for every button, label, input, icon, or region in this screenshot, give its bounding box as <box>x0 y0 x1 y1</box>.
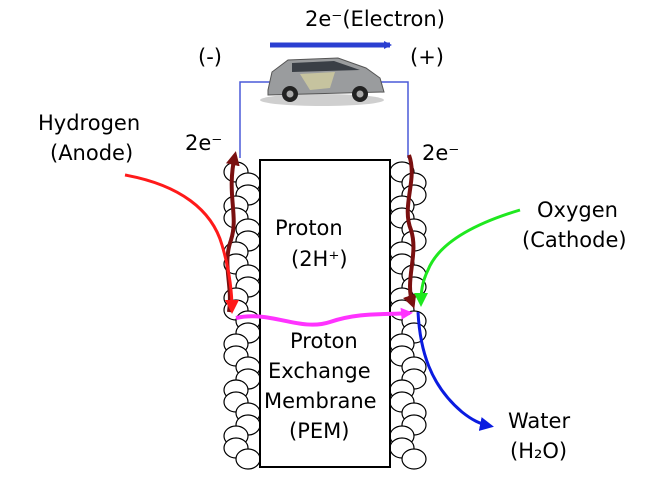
positive-terminal-label: (+) <box>410 45 444 69</box>
cathode-electrons-label: 2e⁻ <box>422 141 459 165</box>
cathode-electron-path <box>403 154 417 309</box>
membrane-label-line1: Proton <box>290 329 358 353</box>
electron-flow-label: 2e⁻(Electron) <box>305 7 445 31</box>
proton-flow-arrow <box>235 307 413 327</box>
proton-label: Proton <box>275 216 343 240</box>
hydrogen-flow-arrow <box>124 173 239 314</box>
proton-formula-label: (2H⁺) <box>291 247 348 271</box>
anode-electrode-particle <box>235 448 261 470</box>
water-formula-label: (H₂O) <box>510 439 567 463</box>
water-flow-arrow <box>416 311 494 431</box>
water-label: Water <box>508 409 570 433</box>
anode-electrode <box>223 161 261 470</box>
membrane-label-line4: (PEM) <box>289 419 349 443</box>
oxygen-label: Oxygen <box>537 198 618 222</box>
hydrogen-label: Hydrogen <box>38 111 140 135</box>
anode-label: (Anode) <box>50 141 133 165</box>
oxygen-flow-arrow <box>414 208 521 307</box>
membrane-label-line2: Exchange <box>268 359 371 383</box>
negative-terminal-label: (-) <box>198 45 222 69</box>
cathode-label: (Cathode) <box>522 228 627 252</box>
anode-electrons-label: 2e⁻ <box>185 131 222 155</box>
car-icon <box>260 57 385 106</box>
cathode-electrode-particle <box>401 448 427 470</box>
membrane-label-line3: Membrane <box>264 389 377 413</box>
